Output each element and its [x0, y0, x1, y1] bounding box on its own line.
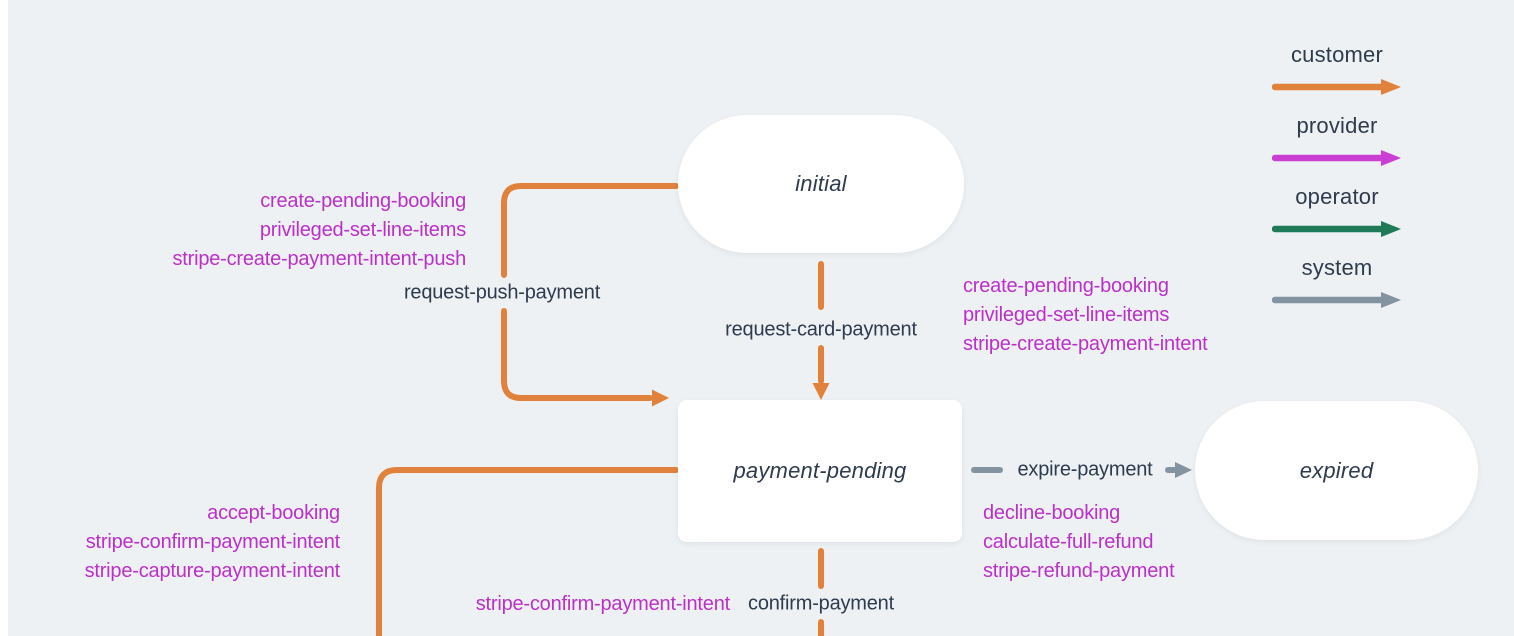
actions-accept: accept-booking stripe-confirm-payment-in… [84, 499, 341, 586]
action-label: create-pending-booking [260, 190, 466, 212]
edge-request-push-payment-lower [501, 308, 653, 401]
action-label: stripe-create-payment-intent [963, 333, 1208, 355]
arrowhead-expire-payment-icon [1175, 462, 1192, 478]
edge-request-push-payment-upper [501, 183, 679, 278]
state-expired[interactable]: expired [1195, 401, 1478, 540]
transition-expire-payment[interactable]: expire-payment [1017, 458, 1153, 481]
legend-customer-label: customer [1290, 42, 1384, 67]
legend-item-customer: customer [1262, 36, 1412, 107]
action-label: create-pending-booking [963, 275, 1169, 297]
actions-expire-payment: decline-booking calculate-full-refund st… [983, 499, 1175, 586]
action-label: stripe-confirm-payment-intent [85, 531, 340, 553]
state-initial-label: initial [795, 171, 847, 196]
arrowhead-request-card-payment-icon [812, 383, 830, 400]
operator-arrow-icon [1272, 221, 1401, 237]
legend-item-system: system [1262, 249, 1412, 320]
action-label: stripe-refund-payment [983, 560, 1175, 582]
legend-provider-label: provider [1296, 113, 1378, 138]
action-label: privileged-set-line-items [963, 304, 1170, 326]
actions-request-card-payment: create-pending-booking privileged-set-li… [963, 272, 1208, 359]
actions-confirm-payment: stripe-confirm-payment-intent [476, 590, 730, 619]
state-initial[interactable]: initial [678, 115, 964, 253]
left-gutter [0, 0, 8, 636]
arrowhead-request-push-payment-icon [652, 389, 669, 407]
transition-request-card-payment[interactable]: request-card-payment [725, 318, 917, 341]
action-label: privileged-set-line-items [259, 219, 466, 241]
system-arrow-icon [1272, 292, 1401, 308]
edge-accept-path [376, 467, 679, 636]
action-label: stripe-confirm-payment-intent [475, 593, 730, 615]
action-label: decline-booking [983, 502, 1121, 524]
customer-arrow-icon [1272, 79, 1401, 95]
provider-arrow-icon [1272, 150, 1401, 166]
action-label: stripe-capture-payment-intent [84, 560, 341, 582]
action-label: accept-booking [207, 502, 340, 524]
legend-item-operator: operator [1262, 178, 1412, 249]
legend-system-label: system [1301, 255, 1373, 280]
state-expired-label: expired [1299, 457, 1374, 483]
actions-request-push-payment: create-pending-booking privileged-set-li… [172, 187, 466, 274]
legend-item-provider: provider [1262, 107, 1412, 178]
transition-request-push-payment[interactable]: request-push-payment [403, 281, 601, 304]
action-label: calculate-full-refund [983, 531, 1154, 553]
legend: customer provider operator system [1262, 36, 1412, 320]
transition-confirm-payment[interactable]: confirm-payment [748, 592, 894, 615]
legend-operator-label: operator [1295, 184, 1379, 209]
action-label: stripe-create-payment-intent-push [172, 248, 466, 270]
state-payment-pending[interactable]: payment-pending [678, 400, 962, 542]
state-payment-pending-label: payment-pending [733, 458, 907, 483]
